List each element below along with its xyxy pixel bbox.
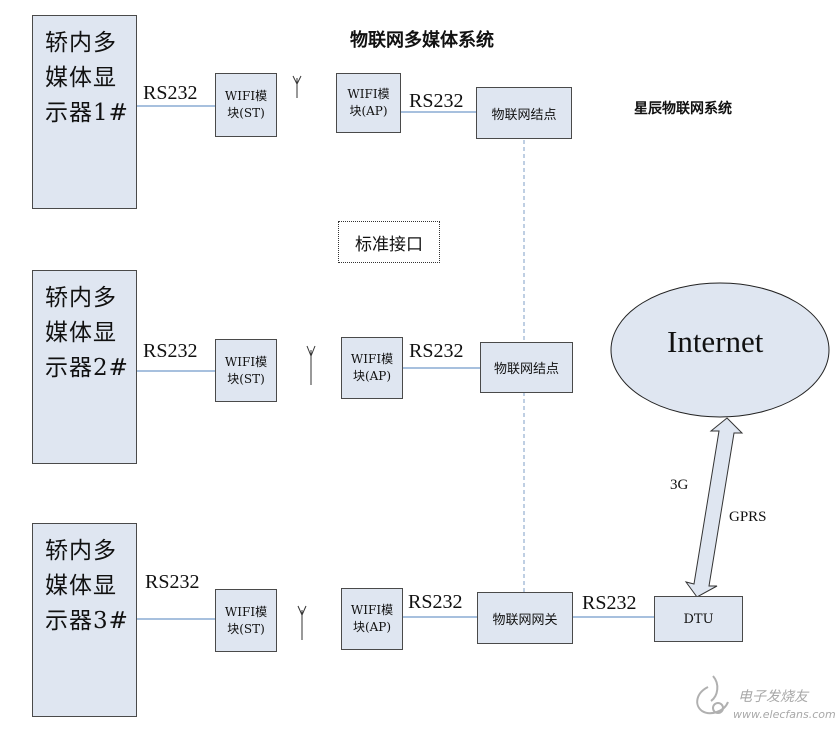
display-box-2: 轿内多 媒体显 示器2# <box>32 270 137 464</box>
gprs-label: GPRS <box>729 509 767 525</box>
wifi-ap-module-3: WIFI模 块(AP) <box>341 588 403 650</box>
display-box-3: 轿内多 媒体显 示器3# <box>32 523 137 717</box>
double-arrow-icon <box>684 417 744 598</box>
3g-label: 3G <box>670 477 689 493</box>
display-label: 媒体显 <box>45 320 117 346</box>
antenna-icon-3 <box>297 605 307 640</box>
wifi-ap-module-1: WIFI模 块(AP) <box>336 73 401 133</box>
iot-node-1: 物联网结点 <box>476 87 572 139</box>
display-label: 轿内多 <box>45 30 117 56</box>
internet-cloud <box>610 282 830 418</box>
watermark-logo-icon <box>696 675 729 715</box>
module-label: WIFI模 <box>350 603 394 617</box>
internet-label: Internet <box>667 324 764 359</box>
module-label: 块(AP) <box>352 620 392 634</box>
diagram-subtitle: 星辰物联网系统 <box>634 101 732 117</box>
rs232-label: RS232 <box>408 591 463 613</box>
rs232-label: RS232 <box>145 571 200 593</box>
module-label: WIFI模 <box>347 87 390 101</box>
wifi-ap-module-2: WIFI模 块(AP) <box>341 337 403 399</box>
display-label: 轿内多 <box>45 285 117 311</box>
rs232-label: RS232 <box>582 592 637 614</box>
dtu-box: DTU <box>654 596 743 642</box>
display-box-1: 轿内多 媒体显 示器1# <box>32 15 137 209</box>
module-label: 块(AP) <box>352 369 392 383</box>
rs232-label: RS232 <box>143 340 198 362</box>
module-label: 块(ST) <box>227 621 265 636</box>
module-label: 块(AP) <box>349 104 388 118</box>
display-label: 示器3# <box>45 608 129 634</box>
watermark-brand: 电子发烧友 <box>738 689 808 705</box>
watermark-url: www.elecfans.com <box>733 708 836 721</box>
diagram-title: 物联网多媒体系统 <box>350 30 494 51</box>
iot-node-2: 物联网结点 <box>480 342 573 393</box>
wifi-st-module-1: WIFI模 块(ST) <box>215 73 277 137</box>
module-label: 块(ST) <box>227 106 265 120</box>
module-label: WIFI模 <box>224 604 268 619</box>
rs232-label: RS232 <box>409 340 464 362</box>
module-label: WIFI模 <box>224 354 268 369</box>
wifi-st-module-3: WIFI模 块(ST) <box>215 589 277 652</box>
module-label: WIFI模 <box>350 352 394 366</box>
module-label: WIFI模 <box>224 89 268 103</box>
display-label: 轿内多 <box>45 538 117 564</box>
iot-gateway: 物联网网关 <box>477 592 573 644</box>
module-label: 块(ST) <box>227 371 265 386</box>
antenna-icon-1 <box>292 75 302 98</box>
display-label: 媒体显 <box>45 65 117 91</box>
display-label: 示器2# <box>45 355 129 381</box>
rs232-label: RS232 <box>409 90 464 112</box>
standard-interface-label: 标准接口 <box>338 221 440 263</box>
display-label: 媒体显 <box>45 573 117 599</box>
wifi-st-module-2: WIFI模 块(ST) <box>215 339 277 402</box>
display-label: 示器1# <box>45 100 129 126</box>
antenna-icon-2 <box>306 345 316 385</box>
rs232-label: RS232 <box>143 82 198 104</box>
